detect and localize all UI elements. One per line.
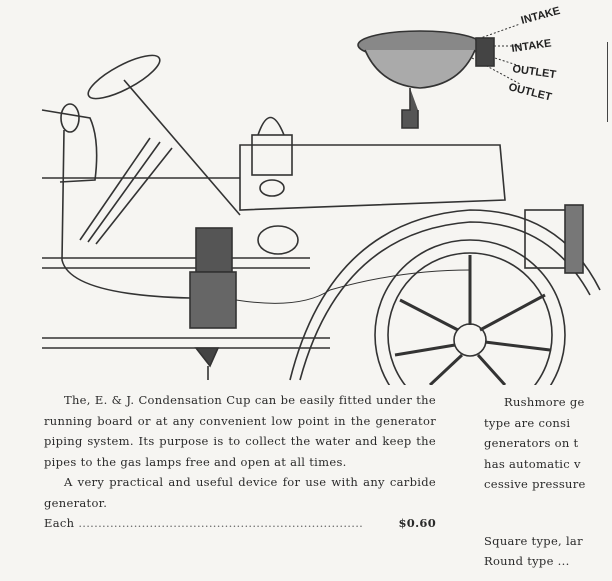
right-line: has automatic v [484, 456, 581, 471]
steering-wheel [87, 54, 161, 100]
right-line: Rushmore ge [504, 395, 585, 409]
description-paragraph: A very practical and useful device for u… [44, 475, 436, 510]
left-column: The, E. & J. Condensation Cup can be eas… [44, 390, 436, 534]
right-line: cessive pressure [484, 477, 586, 491]
price-label: Each [44, 516, 75, 530]
right-column: Rushmore ge type are consi generators on… [484, 392, 612, 572]
right-line: type are consi [484, 415, 571, 430]
right-item: Square type, lar [484, 533, 583, 548]
frame-edge [607, 42, 612, 122]
right-line: generators on t [484, 436, 579, 450]
label-intake-2: INTAKE [511, 38, 552, 55]
label-outlet-1: OUTLET [512, 63, 558, 81]
right-item: Round type ... [484, 554, 570, 568]
price-leader: ........................................… [78, 516, 364, 530]
description-paragraph: The, E. & J. Condensation Cup can be eas… [44, 393, 436, 469]
price-value: $0.60 [398, 516, 436, 530]
car-illustration: INTAKE INTAKE OUTLET OUTLET [41, 5, 601, 385]
price-row: Each ...................................… [44, 513, 436, 534]
label-outlet-2: OUTLET [507, 81, 553, 103]
label-intake-1: INTAKE [520, 5, 562, 27]
